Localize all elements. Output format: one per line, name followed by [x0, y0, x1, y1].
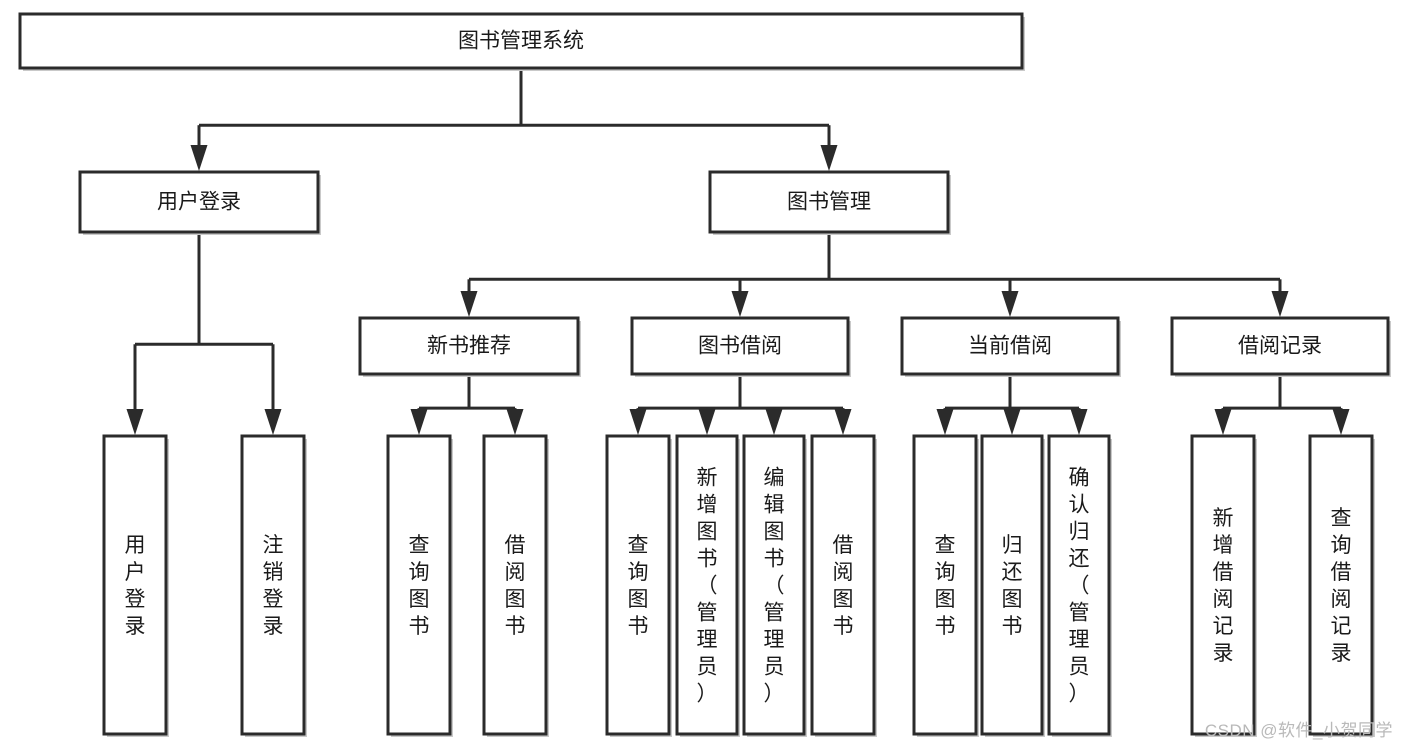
node-n-current-borrow[interactable]: 当前借阅 — [900, 316, 1121, 377]
node-l-query-book-2[interactable]: 查询图书 — [605, 434, 672, 737]
node-label: 注销登录 — [263, 534, 284, 638]
node-box[interactable] — [980, 434, 1044, 736]
node-l-user-login[interactable]: 用户登录 — [102, 434, 169, 737]
node-l-return-book[interactable]: 归还图书 — [980, 434, 1045, 737]
node-n-borrow-record[interactable]: 借阅记录 — [1170, 316, 1391, 377]
node-box[interactable] — [482, 434, 548, 736]
node-l-add-record[interactable]: 新增借阅记录 — [1190, 434, 1257, 737]
node-box[interactable] — [630, 316, 850, 376]
node-box[interactable] — [1190, 434, 1256, 736]
node-box[interactable] — [605, 434, 671, 736]
node-label: 编辑图书（管理员） — [764, 467, 785, 706]
node-label: 查询图书 — [628, 534, 649, 638]
node-label: 用户登录 — [125, 534, 146, 638]
node-label: 确认归还（管理员） — [1069, 467, 1090, 706]
nodes-layer: 图书管理系统用户登录图书管理新书推荐图书借阅当前借阅借阅记录用户登录注销登录查询… — [18, 12, 1391, 737]
node-box[interactable] — [912, 434, 978, 736]
node-label: 图书借阅 — [698, 335, 782, 358]
node-box[interactable] — [900, 316, 1120, 376]
node-box[interactable] — [358, 316, 580, 376]
node-box[interactable] — [675, 434, 739, 736]
node-label: 图书管理 — [787, 191, 871, 214]
node-label: 查询图书 — [409, 534, 430, 638]
node-box[interactable] — [742, 434, 806, 736]
node-n-user-login[interactable]: 用户登录 — [78, 170, 321, 235]
node-l-query-record[interactable]: 查询借阅记录 — [1308, 434, 1375, 737]
node-l-query-book-3[interactable]: 查询图书 — [912, 434, 979, 737]
node-box[interactable] — [708, 170, 950, 234]
node-root[interactable]: 图书管理系统 — [18, 12, 1025, 71]
node-label: 图书管理系统 — [458, 30, 584, 53]
node-label: 查询借阅记录 — [1331, 507, 1352, 665]
node-label: 借阅图书 — [505, 534, 526, 638]
node-label: 用户登录 — [157, 191, 241, 214]
node-l-confirm-return[interactable]: 确认归还（管理员） — [1047, 434, 1112, 737]
node-box[interactable] — [1047, 434, 1111, 736]
node-l-borrow-book-1[interactable]: 借阅图书 — [482, 434, 549, 737]
node-box[interactable] — [1170, 316, 1390, 376]
node-l-query-book-1[interactable]: 查询图书 — [386, 434, 453, 737]
node-label: 新书推荐 — [427, 335, 511, 358]
node-box[interactable] — [102, 434, 168, 736]
node-box[interactable] — [18, 12, 1024, 70]
node-l-borrow-book-2[interactable]: 借阅图书 — [810, 434, 877, 737]
node-box[interactable] — [78, 170, 320, 234]
node-box[interactable] — [1308, 434, 1374, 736]
edges-layer — [126, 68, 1350, 435]
node-box[interactable] — [386, 434, 452, 736]
node-n-new-book-rec[interactable]: 新书推荐 — [358, 316, 581, 377]
node-box[interactable] — [240, 434, 306, 736]
node-l-edit-book[interactable]: 编辑图书（管理员） — [742, 434, 807, 737]
node-label: 借阅记录 — [1238, 335, 1322, 358]
node-n-book-manage[interactable]: 图书管理 — [708, 170, 951, 235]
node-label: 新增借阅记录 — [1213, 507, 1234, 665]
node-label: 借阅图书 — [833, 534, 854, 638]
node-l-add-book[interactable]: 新增图书（管理员） — [675, 434, 740, 737]
node-label: 查询图书 — [935, 534, 956, 638]
node-label: 新增图书（管理员） — [697, 467, 718, 706]
node-n-book-borrow[interactable]: 图书借阅 — [630, 316, 851, 377]
node-l-logout[interactable]: 注销登录 — [240, 434, 307, 737]
node-label: 当前借阅 — [968, 335, 1052, 358]
node-box[interactable] — [810, 434, 876, 736]
node-label: 归还图书 — [1002, 534, 1023, 638]
